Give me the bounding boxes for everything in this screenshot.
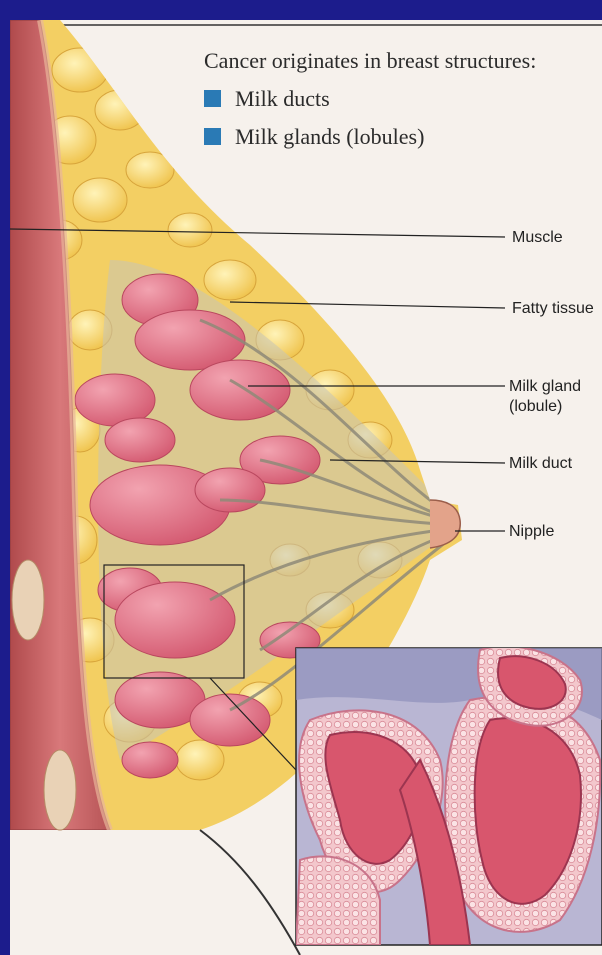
lobule-magnified-inset [296, 646, 602, 945]
legend-marker-square [204, 128, 221, 145]
legend-label: Milk glands (lobules) [235, 124, 424, 149]
legend-item-milk-glands: Milk glands (lobules) [204, 124, 424, 150]
legend-item-milk-ducts: Milk ducts [204, 86, 330, 112]
label-milk-gland: Milk gland [509, 377, 581, 396]
label-milk-duct: Milk duct [509, 454, 572, 473]
legend-label: Milk ducts [235, 86, 330, 111]
label-fatty-tissue: Fatty tissue [512, 299, 594, 318]
diagram-heading: Cancer originates in breast structures: [204, 48, 536, 74]
label-muscle: Muscle [512, 228, 563, 247]
breast-lower-outline [200, 830, 300, 955]
label-nipple: Nipple [509, 522, 554, 541]
label-lobule: (lobule) [509, 397, 562, 416]
legend-marker-square [204, 90, 221, 107]
